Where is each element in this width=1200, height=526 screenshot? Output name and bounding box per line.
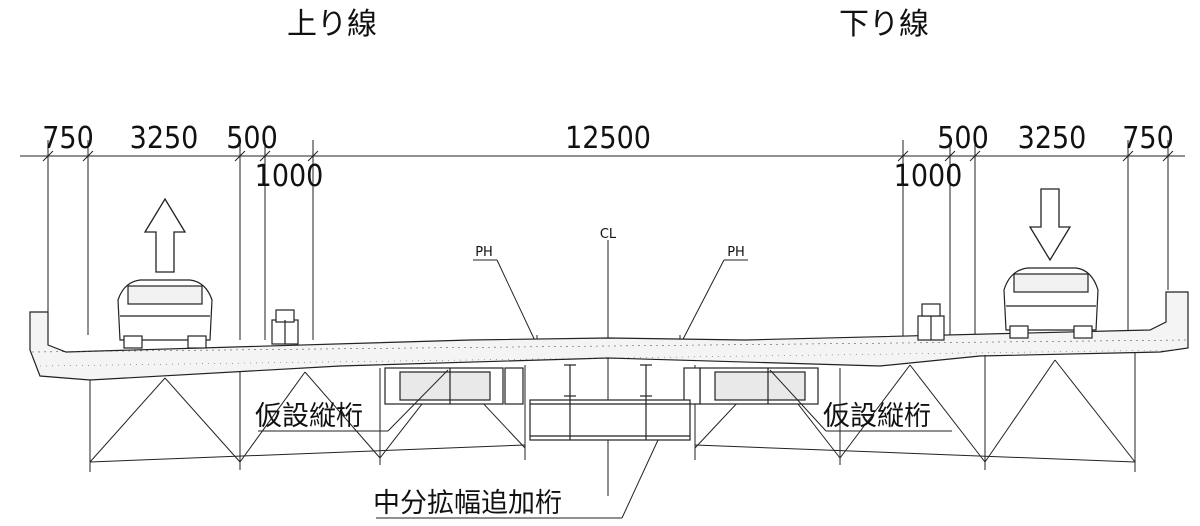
title-down-line: 下り線 bbox=[839, 7, 929, 42]
dim-right-500: 500 bbox=[937, 121, 989, 156]
dim-center-12500: 12500 bbox=[565, 121, 651, 156]
dimension-line bbox=[20, 140, 1185, 340]
label-temp-girder-left: 仮設縦桁 bbox=[255, 401, 363, 432]
dim-right-3250: 3250 bbox=[1018, 121, 1087, 156]
dim-left-500: 500 bbox=[226, 121, 278, 156]
ph-marker-right: PH bbox=[727, 245, 745, 260]
centerline-mark: CL bbox=[600, 227, 617, 242]
cross-frames bbox=[89, 352, 1136, 472]
ph-leaders bbox=[473, 259, 748, 352]
car-left bbox=[117, 279, 213, 349]
center-added-girder bbox=[529, 364, 691, 441]
arrow-down-icon bbox=[1028, 188, 1072, 262]
temporary-girder-right bbox=[683, 367, 819, 405]
dim-right-1000: 1000 bbox=[894, 159, 963, 194]
car-right bbox=[1003, 267, 1099, 339]
arrow-up-icon bbox=[143, 197, 187, 273]
barrier-left bbox=[271, 309, 299, 345]
ph-marker-left: PH bbox=[475, 245, 493, 260]
title-up-line: 上り線 bbox=[287, 7, 377, 42]
dim-left-1000: 1000 bbox=[255, 159, 324, 194]
barrier-right bbox=[917, 303, 945, 341]
temporary-girder-left bbox=[384, 367, 524, 405]
label-center-added-girder: 中分拡幅追加桁 bbox=[373, 488, 562, 519]
label-temp-girder-right: 仮設縦桁 bbox=[823, 401, 931, 432]
dim-right-750: 750 bbox=[1122, 121, 1174, 156]
dim-left-750: 750 bbox=[42, 121, 94, 156]
dim-left-3250: 3250 bbox=[130, 121, 199, 156]
